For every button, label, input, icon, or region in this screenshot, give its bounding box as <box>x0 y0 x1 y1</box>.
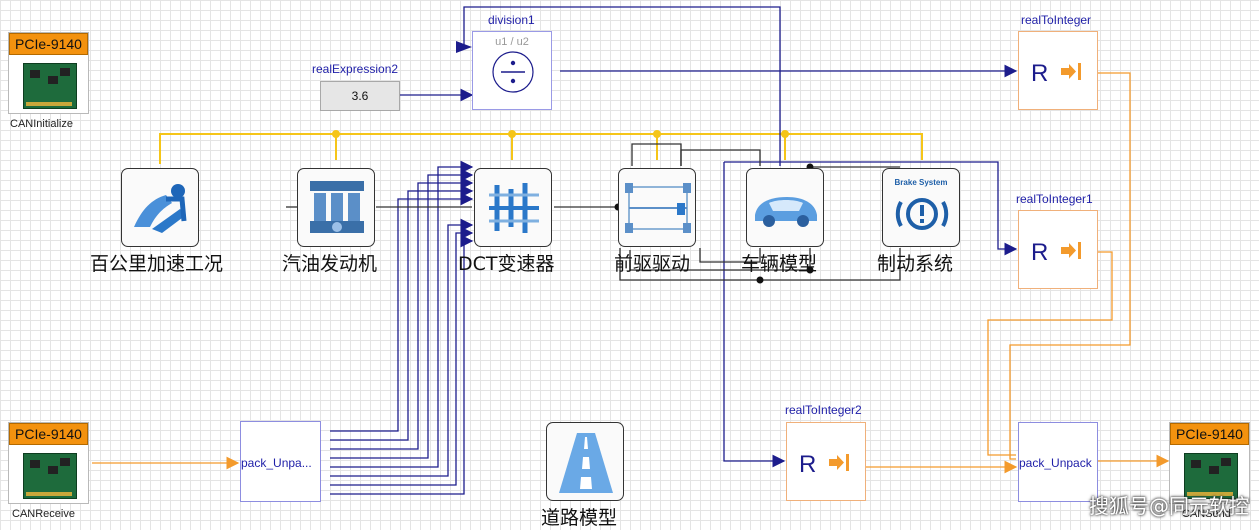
real-expression-value: 3.6 <box>351 89 369 103</box>
fwd-label: 前驱驱动 <box>614 253 691 275</box>
convert-arrow-icon <box>1061 63 1081 80</box>
road-model-block[interactable] <box>546 422 624 501</box>
signal-lines <box>330 6 1018 495</box>
pcie-card-icon <box>23 63 77 109</box>
watermark: 搜狐号@同元软控 <box>1089 494 1249 518</box>
real-expression-name: realExpression2 <box>312 62 399 76</box>
pcie-card-icon <box>23 453 77 499</box>
drive-cycle-label: 百公里加速工况 <box>90 253 224 275</box>
divide-icon <box>492 51 534 93</box>
pack-unpack-left-label: pack_Unpa... <box>241 456 312 470</box>
pcie-header: PCIe-9140 <box>9 33 88 55</box>
pack-unpack-left-block[interactable]: pack_Unpa... <box>240 421 321 502</box>
dct-label: DCT变速器 <box>458 253 555 275</box>
real-to-integer2-name: realToInteger2 <box>785 403 862 417</box>
division-input-arrow <box>456 41 472 53</box>
convert-arrow-icon <box>829 454 849 471</box>
pack-unpack-right-label: pack_Unpack <box>1019 456 1092 470</box>
bus-lines <box>159 133 923 164</box>
real-symbol: R <box>1031 60 1049 87</box>
real-to-integer2-block[interactable]: R <box>786 422 866 501</box>
pcie-card-icon <box>1184 453 1238 499</box>
pcie-can-receive-block[interactable]: PCIe-9140 <box>8 422 89 504</box>
pcie-can-send-block[interactable]: PCIe-9140 <box>1169 422 1250 504</box>
engine-icon <box>310 181 364 233</box>
division-expression: u1 / u2 <box>495 36 529 48</box>
brake-icon-text: Brake System <box>894 178 948 187</box>
pcie-can-initialize-block[interactable]: PCIe-9140 <box>8 32 89 114</box>
vehicle-model-block[interactable] <box>746 168 824 247</box>
division-name: division1 <box>488 13 535 27</box>
pcie-header: PCIe-9140 <box>1170 423 1249 445</box>
caninitialize-caption: CANInitialize <box>10 118 73 130</box>
brake-warning-icon <box>895 198 949 230</box>
gearbox-icon <box>489 183 539 233</box>
dct-transmission-block[interactable] <box>474 168 552 247</box>
vehicle-label: 车辆模型 <box>741 253 818 275</box>
brake-label: 制动系统 <box>877 253 954 275</box>
integer-lines <box>92 72 1170 474</box>
drive-cycle-block[interactable] <box>121 168 199 247</box>
real-to-integer1-block[interactable]: R <box>1018 210 1098 289</box>
division-block[interactable]: u1 / u2 <box>472 31 552 110</box>
front-wheel-drive-block[interactable] <box>618 168 696 247</box>
pack-unpack-right-block[interactable]: pack_Unpack <box>1018 422 1098 502</box>
road-label: 道路模型 <box>541 507 618 529</box>
driver-icon <box>134 184 187 233</box>
real-symbol: R <box>799 451 817 478</box>
cansend-caption: CANSend <box>1182 508 1231 520</box>
bus-junctions <box>332 130 789 138</box>
pcie-header: PCIe-9140 <box>9 423 88 445</box>
canreceive-caption: CANReceive <box>12 508 75 520</box>
car-icon <box>755 197 817 227</box>
convert-arrow-icon <box>1061 242 1081 259</box>
engine-block[interactable] <box>297 168 375 247</box>
real-to-integer1-name: realToInteger1 <box>1016 192 1093 206</box>
brake-system-block[interactable]: Brake System <box>882 168 960 247</box>
engine-label: 汽油发动机 <box>282 253 378 275</box>
chassis-icon <box>625 183 691 233</box>
real-to-integer-name: realToInteger <box>1021 13 1092 27</box>
real-symbol: R <box>1031 239 1049 266</box>
road-icon <box>559 433 613 493</box>
real-to-integer-block[interactable]: R <box>1018 31 1098 110</box>
real-expression-block[interactable]: 3.6 <box>320 81 400 111</box>
